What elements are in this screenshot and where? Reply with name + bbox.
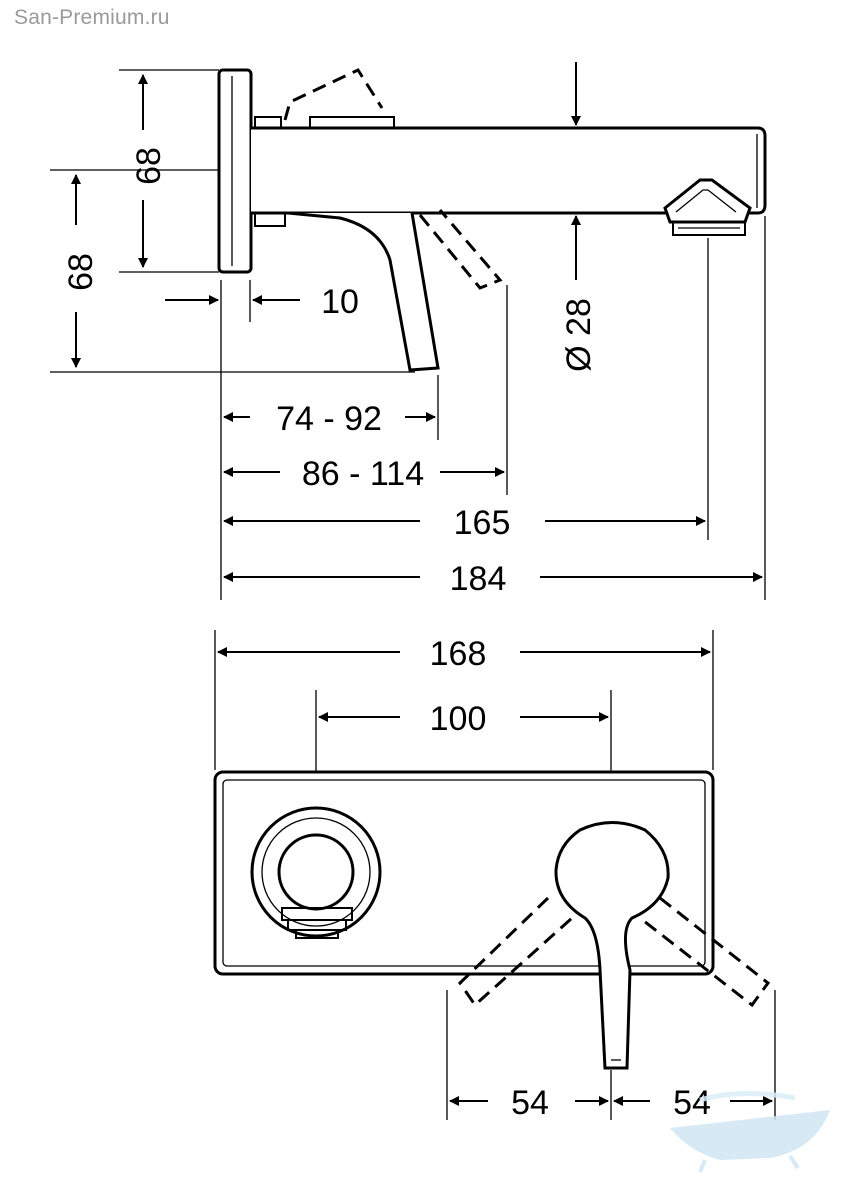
dim-outlet: 165 [454, 504, 511, 542]
mixer-lever [554, 821, 670, 1070]
dim-body-height: 68 [62, 253, 100, 291]
dim-swing-right: 54 [673, 1084, 711, 1122]
watermark-text: San-Premium.ru [14, 6, 170, 29]
spout-body [251, 126, 767, 215]
bathtub-logo-icon [670, 1091, 830, 1173]
dim-plate-thickness: 10 [321, 283, 359, 321]
handle-side [287, 211, 440, 372]
dim-total: 184 [450, 560, 507, 598]
dim-diameter: Ø 28 [560, 298, 598, 372]
dim-handle-min: 74 - 92 [276, 400, 382, 438]
side-view: 68 68 10 Ø 28 74 - 92 86 - 114 165 184 [50, 62, 767, 600]
dim-handle-max: 86 - 114 [302, 455, 424, 493]
wall-plate-side [217, 68, 253, 274]
dim-plate-height: 68 [130, 147, 168, 185]
lever-position-left [458, 896, 574, 1008]
front-view: 168 100 54 54 [213, 630, 776, 1122]
dim-centers: 100 [430, 700, 487, 738]
aerator [663, 178, 752, 224]
lever-position-right [639, 896, 771, 1008]
dim-swing-left: 54 [511, 1084, 549, 1122]
dim-plate-width: 168 [430, 635, 487, 673]
